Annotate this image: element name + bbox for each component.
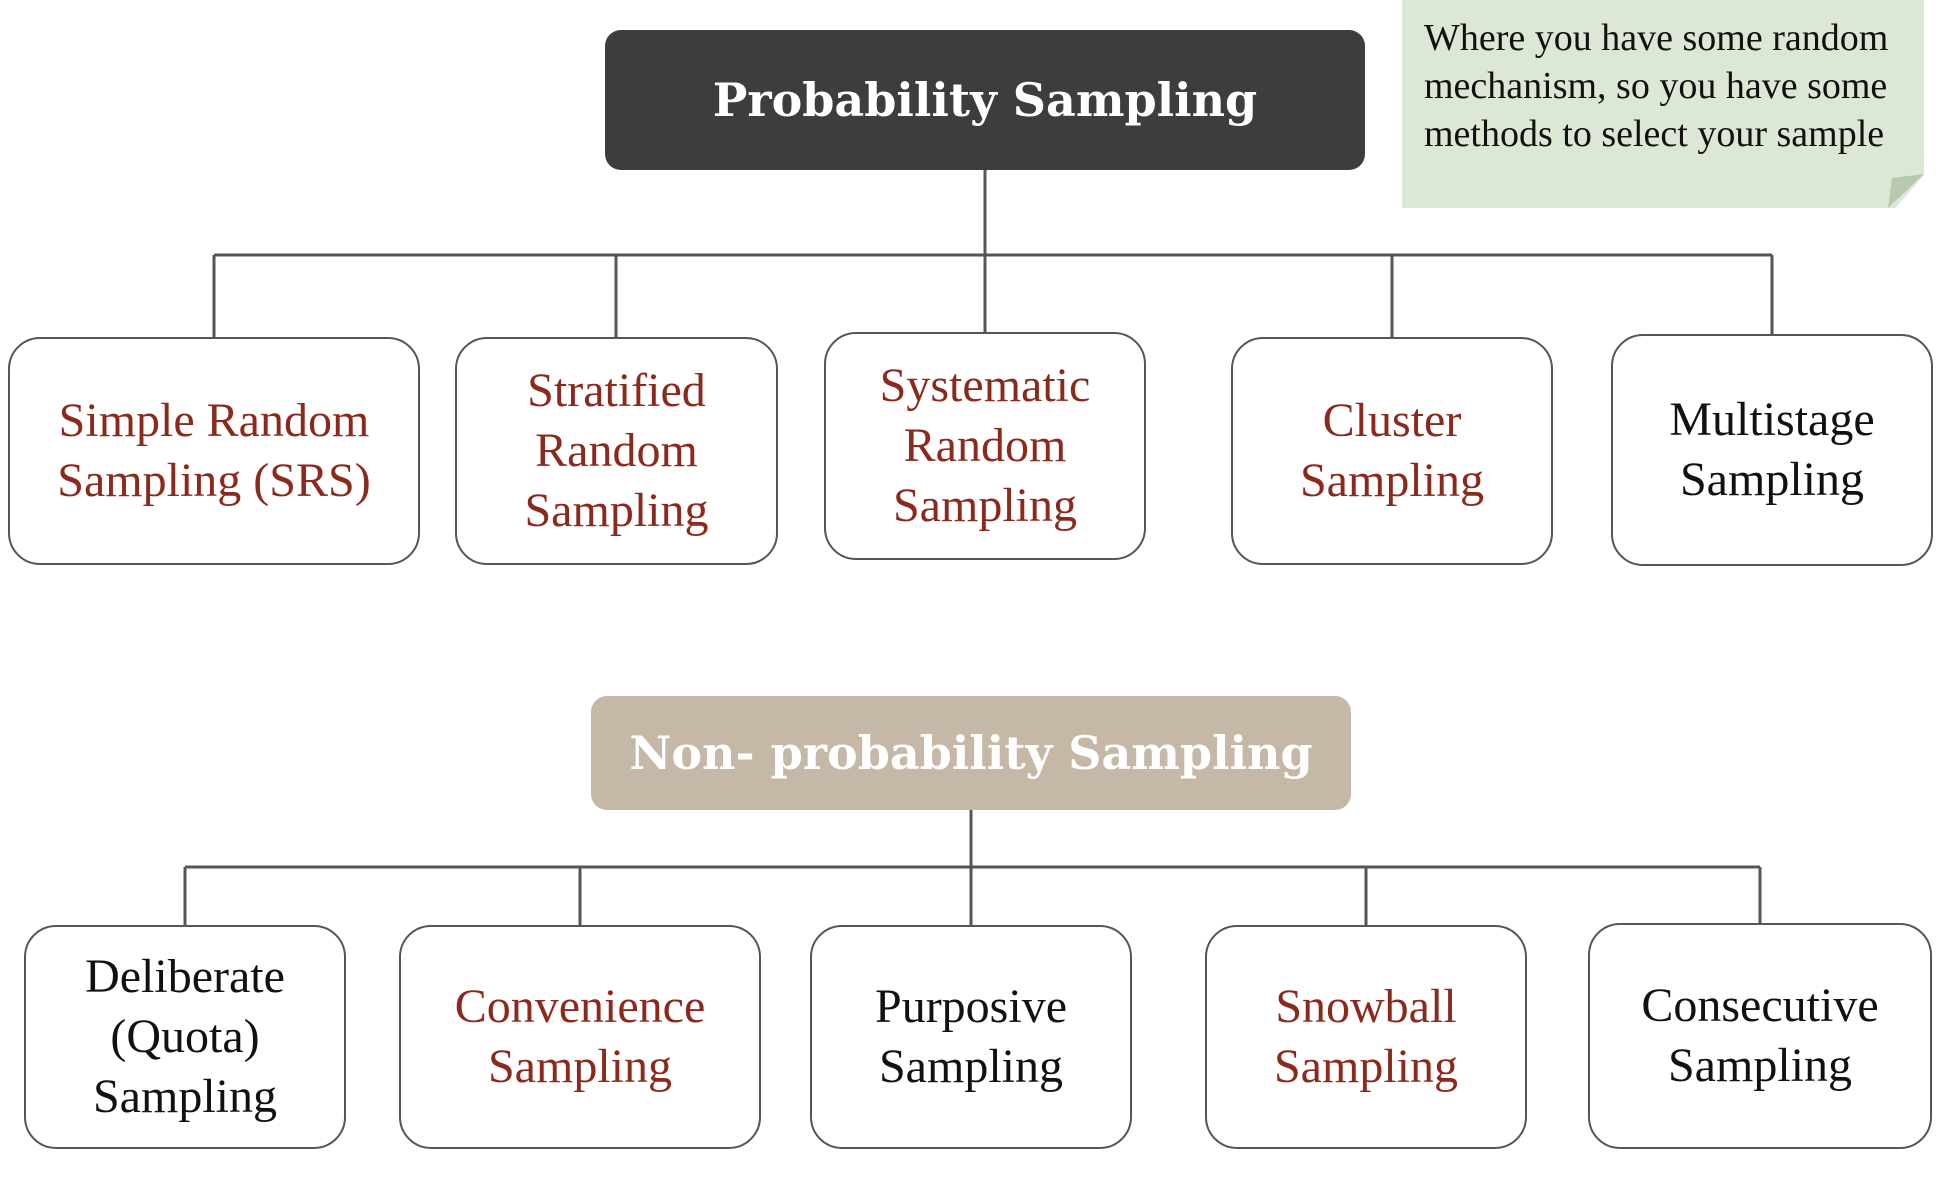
annotation-note: Where you have some random mechanism, so… xyxy=(1402,0,1924,208)
probability-sampling-header: Probability Sampling xyxy=(605,30,1365,170)
non-probability-sampling-header: Non- probability Sampling xyxy=(591,696,1351,810)
node-label: Deliberate (Quota) Sampling xyxy=(85,950,285,1123)
node-convenience-sampling: Convenience Sampling xyxy=(399,925,761,1149)
node-multistage-sampling: Multistage Sampling xyxy=(1611,334,1933,566)
node-label: Systematic Random Sampling xyxy=(879,359,1091,532)
node-label: Cluster Sampling xyxy=(1299,394,1484,507)
probability-sampling-title: Probability Sampling xyxy=(712,73,1258,127)
note-fold-corner xyxy=(1888,174,1924,208)
node-label: Convenience Sampling xyxy=(454,980,706,1093)
node-label: Simple Random Sampling (SRS) xyxy=(57,394,371,507)
node-label: Stratified Random Sampling xyxy=(524,364,709,537)
node-simple-random-sampling: Simple Random Sampling (SRS) xyxy=(8,337,420,565)
annotation-note-text: Where you have some random mechanism, so… xyxy=(1424,17,1889,155)
node-deliberate-quota-sampling: Deliberate (Quota) Sampling xyxy=(24,925,346,1149)
node-label: Consecutive Sampling xyxy=(1641,979,1879,1092)
non-probability-sampling-title: Non- probability Sampling xyxy=(629,726,1313,780)
node-cluster-sampling: Cluster Sampling xyxy=(1231,337,1553,565)
node-snowball-sampling: Snowball Sampling xyxy=(1205,925,1527,1149)
node-systematic-random-sampling: Systematic Random Sampling xyxy=(824,332,1146,560)
node-consecutive-sampling: Consecutive Sampling xyxy=(1588,923,1932,1149)
node-purposive-sampling: Purposive Sampling xyxy=(810,925,1132,1149)
node-stratified-random-sampling: Stratified Random Sampling xyxy=(455,337,778,565)
node-label: Snowball Sampling xyxy=(1273,980,1458,1093)
node-label: Purposive Sampling xyxy=(875,980,1067,1093)
node-label: Multistage Sampling xyxy=(1669,393,1875,506)
